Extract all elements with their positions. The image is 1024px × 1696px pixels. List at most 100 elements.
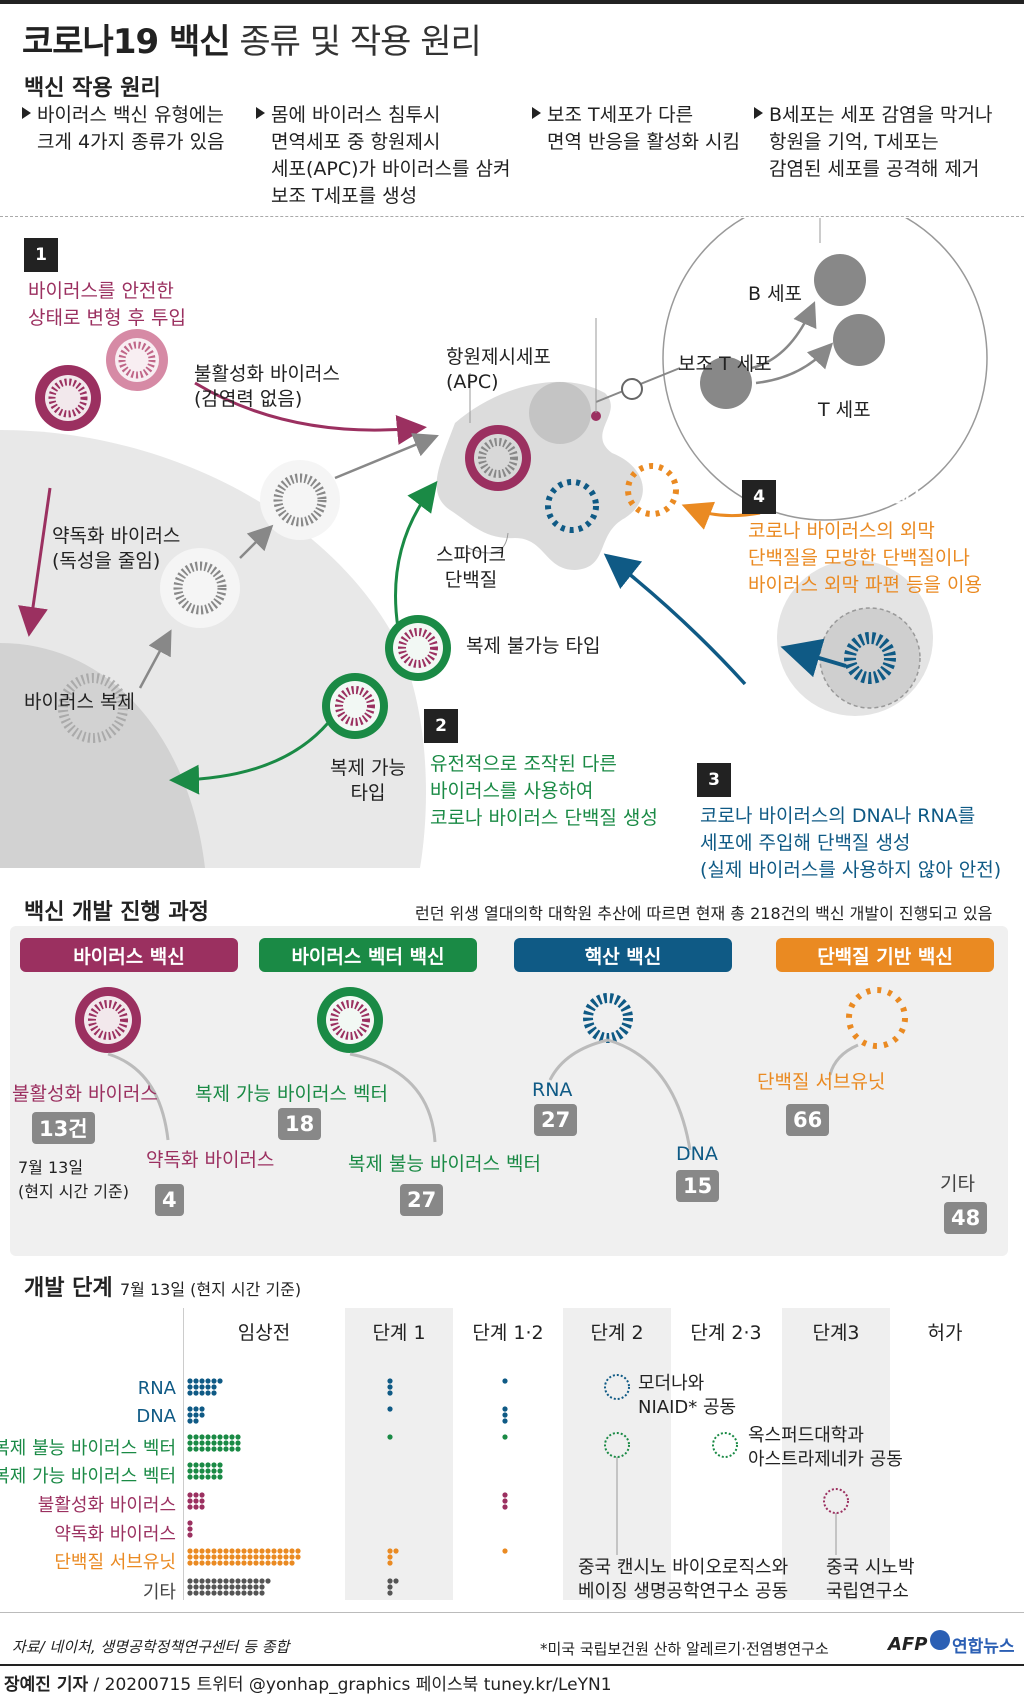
principle-heading: 백신 작용 원리 <box>24 76 161 101</box>
stage-col-4: 단계 2·3 <box>690 1322 762 1344</box>
stage-dot <box>193 1498 199 1504</box>
vector-virus-non-replicating <box>385 615 451 681</box>
step-2-text: 몸에 바이러스 침투시 면역세포 중 항원제시 세포(APC)가 바이러스를 삼… <box>271 104 511 207</box>
helper-t-cell-icon <box>700 357 752 409</box>
stage-dot <box>241 1554 247 1560</box>
stage-dot <box>259 1578 265 1584</box>
stage-dot <box>199 1384 205 1390</box>
stage-dot <box>253 1590 259 1596</box>
vaccine-desc-4: 코로나 바이러스의 외막 단백질을 모방한 단백질이나 바이러스 외막 파편 등… <box>748 520 982 596</box>
stage-dot <box>187 1492 193 1498</box>
category-pill-nucleic: 핵산 백신 <box>514 938 732 972</box>
stage-dot <box>247 1590 253 1596</box>
stage-dot <box>205 1474 211 1480</box>
dev-label-rna: RNA <box>532 1079 573 1101</box>
dev-count-dna: 15 <box>676 1170 720 1202</box>
stage-dot <box>217 1578 223 1584</box>
stage-dot <box>502 1434 508 1440</box>
stage-dot <box>205 1468 211 1474</box>
virus-icon-gray-2 <box>160 548 240 628</box>
label-b-cell: B 세포 <box>748 283 803 305</box>
stage-dot <box>193 1378 199 1384</box>
label-replication: 바이러스 복제 <box>24 691 135 713</box>
stage-dot <box>387 1590 393 1596</box>
stage-dot <box>387 1554 393 1560</box>
stage-dot <box>502 1412 508 1418</box>
stage-dot <box>289 1560 295 1566</box>
stage-dot <box>247 1584 253 1590</box>
stage-dot <box>199 1378 205 1384</box>
stage-band-1 <box>345 1308 453 1600</box>
stage-dot <box>229 1584 235 1590</box>
stage-dot <box>502 1498 508 1504</box>
stage-dot <box>259 1554 265 1560</box>
dev-label-attenuated: 약독화 바이러스 <box>146 1149 275 1171</box>
dev-count-attenuated: 4 <box>155 1184 184 1216</box>
category-pill-vector: 바이러스 벡터 백신 <box>259 938 477 972</box>
credit-detail: / 20200715 트위터 @yonhap_graphics 페이스북 tun… <box>88 1675 612 1695</box>
vector-virus-replicating <box>322 673 388 739</box>
stage-dot <box>193 1468 199 1474</box>
stage-dot <box>265 1548 271 1554</box>
triangle-icon <box>532 107 541 119</box>
stage-dot <box>193 1578 199 1584</box>
footer-credit: 장예진 기자 / 20200715 트위터 @yonhap_graphics 페… <box>4 1670 612 1695</box>
stage-dot <box>187 1412 193 1418</box>
stage-dot <box>199 1554 205 1560</box>
b-cell-icon <box>814 254 866 306</box>
stage-dot <box>187 1474 193 1480</box>
virus-icon-replicating-blur <box>58 673 128 743</box>
stage-dot <box>193 1590 199 1596</box>
stage-dot <box>387 1378 393 1384</box>
stage-dot <box>223 1440 229 1446</box>
stage-dot <box>229 1554 235 1560</box>
stage-dot <box>187 1390 193 1396</box>
stage-dot <box>205 1548 211 1554</box>
stage-dot <box>259 1548 265 1554</box>
stage-dot <box>223 1578 229 1584</box>
stage-dot <box>277 1548 283 1554</box>
stage-dot <box>187 1520 193 1526</box>
category-pill-protein: 단백질 기반 백신 <box>776 938 994 972</box>
label-apc: 항원제시세포 (APC) <box>446 346 551 393</box>
stage-dot <box>502 1378 508 1384</box>
stage-dot <box>187 1418 193 1424</box>
stage-dot <box>187 1548 193 1554</box>
stage-dot <box>199 1578 205 1584</box>
stage-dot <box>211 1584 217 1590</box>
spike-fragments-blue <box>545 479 599 533</box>
stage-dot <box>199 1446 205 1452</box>
dev-label-replicating-vector: 복제 가능 바이러스 벡터 <box>195 1083 388 1105</box>
stage-dot <box>187 1590 193 1596</box>
stages-heading: 개발 단계 <box>24 1276 113 1301</box>
stage-dot <box>217 1584 223 1590</box>
stage-dot <box>223 1548 229 1554</box>
stage-col-3: 단계 2 <box>590 1322 644 1344</box>
stage-dot <box>223 1434 229 1440</box>
vaccine-desc-1: 바이러스를 안전한 상태로 변형 후 투입 <box>28 280 186 329</box>
stage-dot <box>387 1406 393 1412</box>
stage-dot <box>193 1406 199 1412</box>
stage-dot <box>187 1498 193 1504</box>
stage-dot <box>265 1560 271 1566</box>
development-heading: 백신 개발 진행 과정 <box>24 900 209 925</box>
annotation-rings <box>604 1374 849 1555</box>
stage-dot <box>387 1384 393 1390</box>
vaccine-badge-3: 3 핵산 백신 <box>697 763 941 797</box>
stage-col-5: 단계3 <box>812 1322 860 1344</box>
stage-dot <box>253 1560 259 1566</box>
development-icons <box>75 987 908 1151</box>
label-t-cell: T 세포 <box>818 399 871 421</box>
stage-dot <box>193 1390 199 1396</box>
stage-dot <box>229 1434 235 1440</box>
step-4-text: B세포는 세포 감염을 막거나 항원을 기억, T세포는 감염된 세포를 공격해… <box>769 104 993 180</box>
stage-dot <box>205 1434 211 1440</box>
stage-dot <box>193 1492 199 1498</box>
stage-dot <box>205 1554 211 1560</box>
stage-dot <box>217 1378 223 1384</box>
stage-dot <box>199 1560 205 1566</box>
stage-dot <box>199 1462 205 1468</box>
stage-dot <box>235 1434 241 1440</box>
stage-dot <box>502 1548 508 1554</box>
stage-dot <box>253 1554 259 1560</box>
